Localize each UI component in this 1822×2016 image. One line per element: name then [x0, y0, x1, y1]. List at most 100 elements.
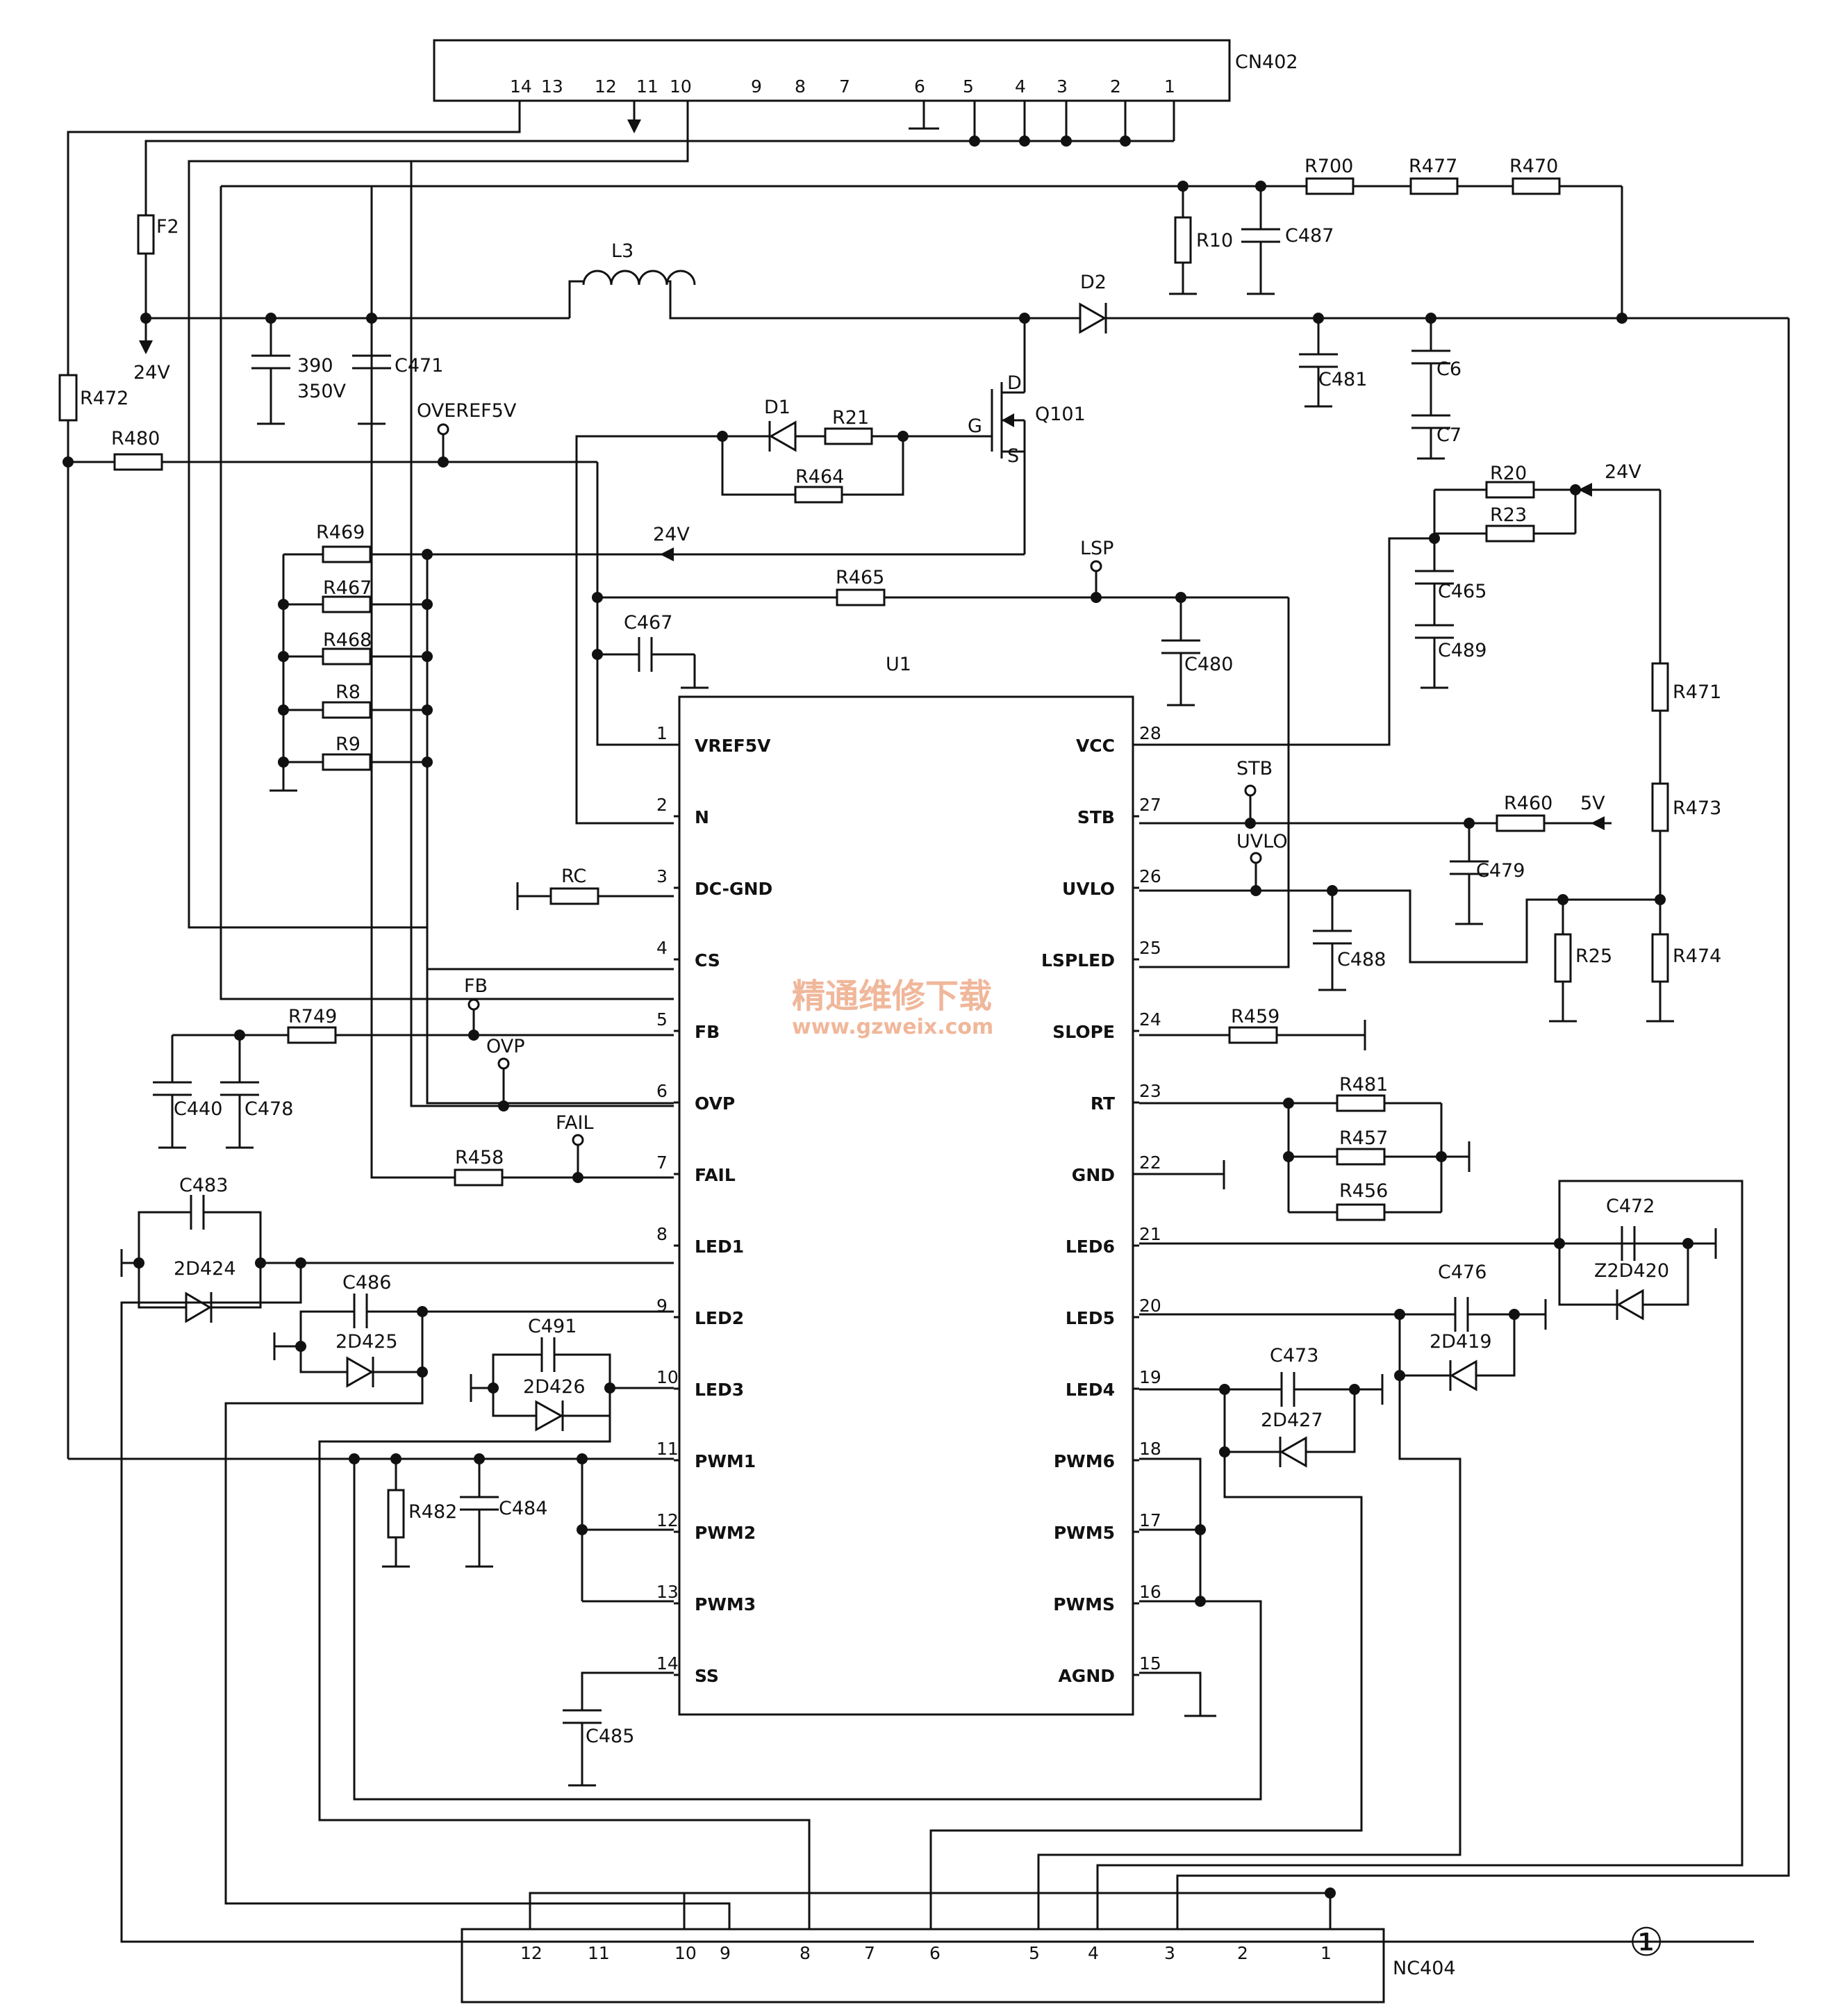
- u1-pin-28-number: 28: [1139, 723, 1161, 743]
- label-r10: R10: [1196, 230, 1233, 251]
- label-r468: R468: [323, 629, 372, 651]
- label-c489: C489: [1438, 640, 1486, 661]
- resistor-r481: [1336, 1094, 1386, 1112]
- label-c471: C471: [395, 355, 443, 377]
- cn402-pin-9: 9: [751, 76, 762, 97]
- cn402-pin-4: 4: [1015, 76, 1026, 97]
- label-c480: C480: [1184, 654, 1233, 675]
- label-d2: D2: [1080, 272, 1107, 293]
- u1-pin-9-number: 9: [656, 1296, 668, 1316]
- label-r749: R749: [288, 1006, 337, 1027]
- label-c491: C491: [528, 1316, 577, 1337]
- resistor-r749: [287, 1026, 337, 1044]
- label-r456: R456: [1339, 1180, 1388, 1202]
- u1-pin-4-number: 4: [656, 938, 668, 958]
- label-c6: C6: [1436, 358, 1461, 380]
- u1-pin-10-name: LED3: [695, 1380, 744, 1400]
- label-lsp: LSP: [1080, 538, 1113, 559]
- label-r467: R467: [323, 577, 372, 599]
- label-z2d420: Z2D420: [1594, 1260, 1669, 1282]
- label-l3: L3: [611, 240, 633, 262]
- label-rc: RC: [561, 866, 586, 887]
- u1-pin-18-name: PWM6: [1054, 1451, 1115, 1471]
- resistor-r459: [1228, 1026, 1278, 1044]
- label-r481: R481: [1339, 1074, 1388, 1096]
- nc404-pin-5: 5: [1029, 1943, 1040, 1963]
- label-c486: C486: [342, 1272, 391, 1294]
- label-gate: G: [968, 415, 982, 437]
- resistor-r9: [283, 753, 427, 771]
- nc404-pin-7: 7: [864, 1943, 875, 1963]
- label-r8: R8: [336, 681, 361, 703]
- label-c484: C484: [499, 1498, 547, 1519]
- resistor-r465: [836, 588, 886, 606]
- u1-pin-6-number: 6: [656, 1081, 668, 1101]
- u1-pin-3-name: DC-GND: [695, 879, 772, 899]
- nc404-pin-11: 11: [588, 1943, 610, 1963]
- label-r482: R482: [408, 1501, 457, 1523]
- resistor-r477: [1409, 177, 1459, 195]
- u1-pin-7-number: 7: [656, 1152, 668, 1173]
- label-24v-input: 24V: [133, 362, 170, 383]
- u1-pin-17-number: 17: [1139, 1510, 1161, 1530]
- resistor-r464: [794, 486, 843, 504]
- u1-pin-22-number: 22: [1139, 1152, 1161, 1173]
- resistor-rc: [549, 887, 599, 905]
- cn402-pin-12: 12: [595, 76, 617, 97]
- resistor-r458: [454, 1168, 504, 1187]
- u1-pin-16-number: 16: [1139, 1582, 1161, 1602]
- u1-pin-22-name: GND: [1072, 1165, 1115, 1185]
- label-2d426: 2D426: [523, 1376, 586, 1398]
- label-c487: C487: [1285, 225, 1334, 247]
- cn402-pin-3: 3: [1057, 76, 1068, 97]
- u1-pin-14-name: SS: [695, 1666, 719, 1686]
- cn402-pin-2: 2: [1110, 76, 1121, 97]
- u1-pin-15-name: AGND: [1058, 1666, 1115, 1686]
- cn402-pin-7: 7: [839, 76, 850, 97]
- u1-pin-16-name: PWMS: [1053, 1594, 1115, 1614]
- label-r459: R459: [1231, 1006, 1279, 1027]
- resistor-r23: [1485, 524, 1535, 543]
- u1-pin-27-number: 27: [1139, 795, 1161, 815]
- cn402-pin-8: 8: [795, 76, 806, 97]
- resistor-r460: [1496, 814, 1546, 832]
- label-r473: R473: [1673, 798, 1721, 819]
- u1-pin-21-number: 21: [1139, 1224, 1161, 1244]
- u1-pin-3-number: 3: [656, 866, 668, 886]
- label-source: S: [1007, 445, 1019, 467]
- label-2d427: 2D427: [1261, 1410, 1323, 1431]
- u1-pin-24-number: 24: [1139, 1009, 1161, 1030]
- u1-pin-5-number: 5: [656, 1009, 668, 1030]
- label-c440: C440: [174, 1098, 222, 1120]
- resistor-r474: [1651, 933, 1669, 983]
- u1-pin-8-number: 8: [656, 1224, 668, 1244]
- nc404-pin-6: 6: [929, 1943, 941, 1963]
- nc404-pin-12: 12: [520, 1943, 543, 1963]
- resistor-r20: [1485, 481, 1535, 499]
- u1-pin-24-name: SLOPE: [1052, 1022, 1115, 1042]
- nc404-label: NC404: [1393, 1958, 1456, 1979]
- label-r471: R471: [1673, 681, 1721, 703]
- u1-pin-18-number: 18: [1139, 1439, 1161, 1459]
- u1-pin-26-number: 26: [1139, 866, 1161, 886]
- u1-pin-27-name: STB: [1077, 807, 1115, 827]
- u1-pin-12-number: 12: [656, 1510, 679, 1530]
- nc404-pin-3: 3: [1164, 1943, 1175, 1963]
- resistor-r457: [1336, 1148, 1386, 1166]
- label-c476: C476: [1438, 1262, 1486, 1283]
- u1-pin-4-name: CS: [695, 950, 720, 970]
- label-c479: C479: [1476, 860, 1525, 882]
- u1-pin-25-name: LSPLED: [1041, 950, 1115, 970]
- resistor-r469: [283, 545, 427, 563]
- resistor-r468: [283, 647, 427, 666]
- label-c488: C488: [1337, 949, 1386, 970]
- label-c465: C465: [1438, 581, 1486, 602]
- nc404-pin-2: 2: [1237, 1943, 1248, 1963]
- label-c467: C467: [624, 612, 672, 634]
- u1-pin-9-name: LED2: [695, 1308, 744, 1328]
- label-2d425: 2D425: [336, 1331, 398, 1353]
- u1-pin-13-number: 13: [656, 1582, 679, 1602]
- u1-pin-11-name: PWM1: [695, 1451, 756, 1471]
- nc404-pin-1: 1: [1320, 1943, 1332, 1963]
- watermark-url: www.gzweix.com: [792, 1015, 993, 1039]
